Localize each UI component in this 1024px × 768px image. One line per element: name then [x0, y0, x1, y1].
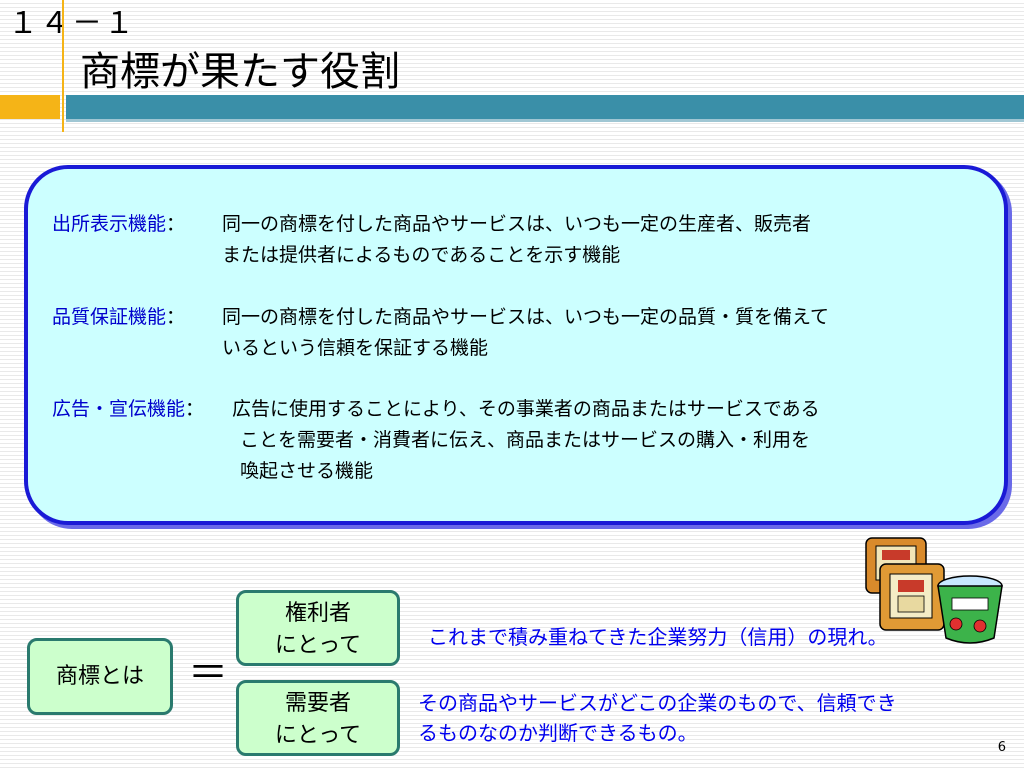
function-name: 品質保証機能 [52, 306, 167, 328]
accent-block [0, 95, 60, 119]
functions-panel [24, 165, 1008, 525]
equals-sign: ＝ [188, 650, 228, 696]
rights-holder-box: 権利者 にとって [236, 590, 400, 666]
title-divider-line [62, 0, 64, 132]
consumer-note-line: るものなのか判断できるもの。 [418, 721, 698, 745]
function-label-quality: 品質保証機能： [52, 302, 185, 333]
title-bar [66, 95, 1024, 119]
function-desc-line: または提供者によるものであることを示す機能 [222, 244, 621, 266]
function-label-advertising: 広告・宣伝機能： [52, 394, 204, 425]
function-colon: ： [185, 398, 205, 420]
consumer-note-line: その商品やサービスがどこの企業のもので、信頼でき [418, 691, 897, 715]
consumer-line: にとって [274, 723, 362, 748]
function-desc-line: 同一の商標を付した商品やサービスは、いつも一定の生産者、販売者 [222, 213, 812, 235]
miso-tub-front [879, 563, 945, 631]
function-name: 広告・宣伝機能 [52, 398, 186, 420]
function-desc-line: 同一の商標を付した商品やサービスは、いつも一定の品質・質を備えて [222, 306, 830, 328]
rights-holder-line: 権利者 [284, 601, 351, 626]
rights-holder-note: これまで積み重ねてきた企業努力（信用）の現れ。 [428, 625, 888, 649]
food-packages-icon [865, 537, 1003, 644]
slide-title: 商標が果たす役割 [80, 49, 400, 95]
consumer-box: 需要者 にとって [236, 680, 400, 756]
function-colon: ： [166, 213, 186, 235]
function-desc-line: 喚起させる機能 [240, 460, 374, 482]
function-desc-line: いるという信頼を保証する機能 [222, 337, 489, 359]
page-number: 6 [997, 740, 1006, 755]
yogurt-cup [937, 575, 1003, 644]
trademark-box: 商標とは [27, 638, 173, 715]
function-colon: ： [166, 306, 186, 328]
slide-number-label: １４－１ [8, 6, 136, 41]
function-name: 出所表示機能 [52, 213, 167, 235]
rights-holder-line: にとって [274, 633, 362, 658]
function-desc-line: 広告に使用することにより、その事業者の商品またはサービスである [232, 398, 820, 420]
consumer-line: 需要者 [284, 691, 351, 716]
function-label-source: 出所表示機能： [52, 209, 185, 240]
function-desc-line: ことを需要者・消費者に伝え、商品またはサービスの購入・利用を [240, 429, 811, 451]
trademark-label: 商標とは [55, 664, 144, 689]
title-bar-shadow [66, 119, 1024, 122]
